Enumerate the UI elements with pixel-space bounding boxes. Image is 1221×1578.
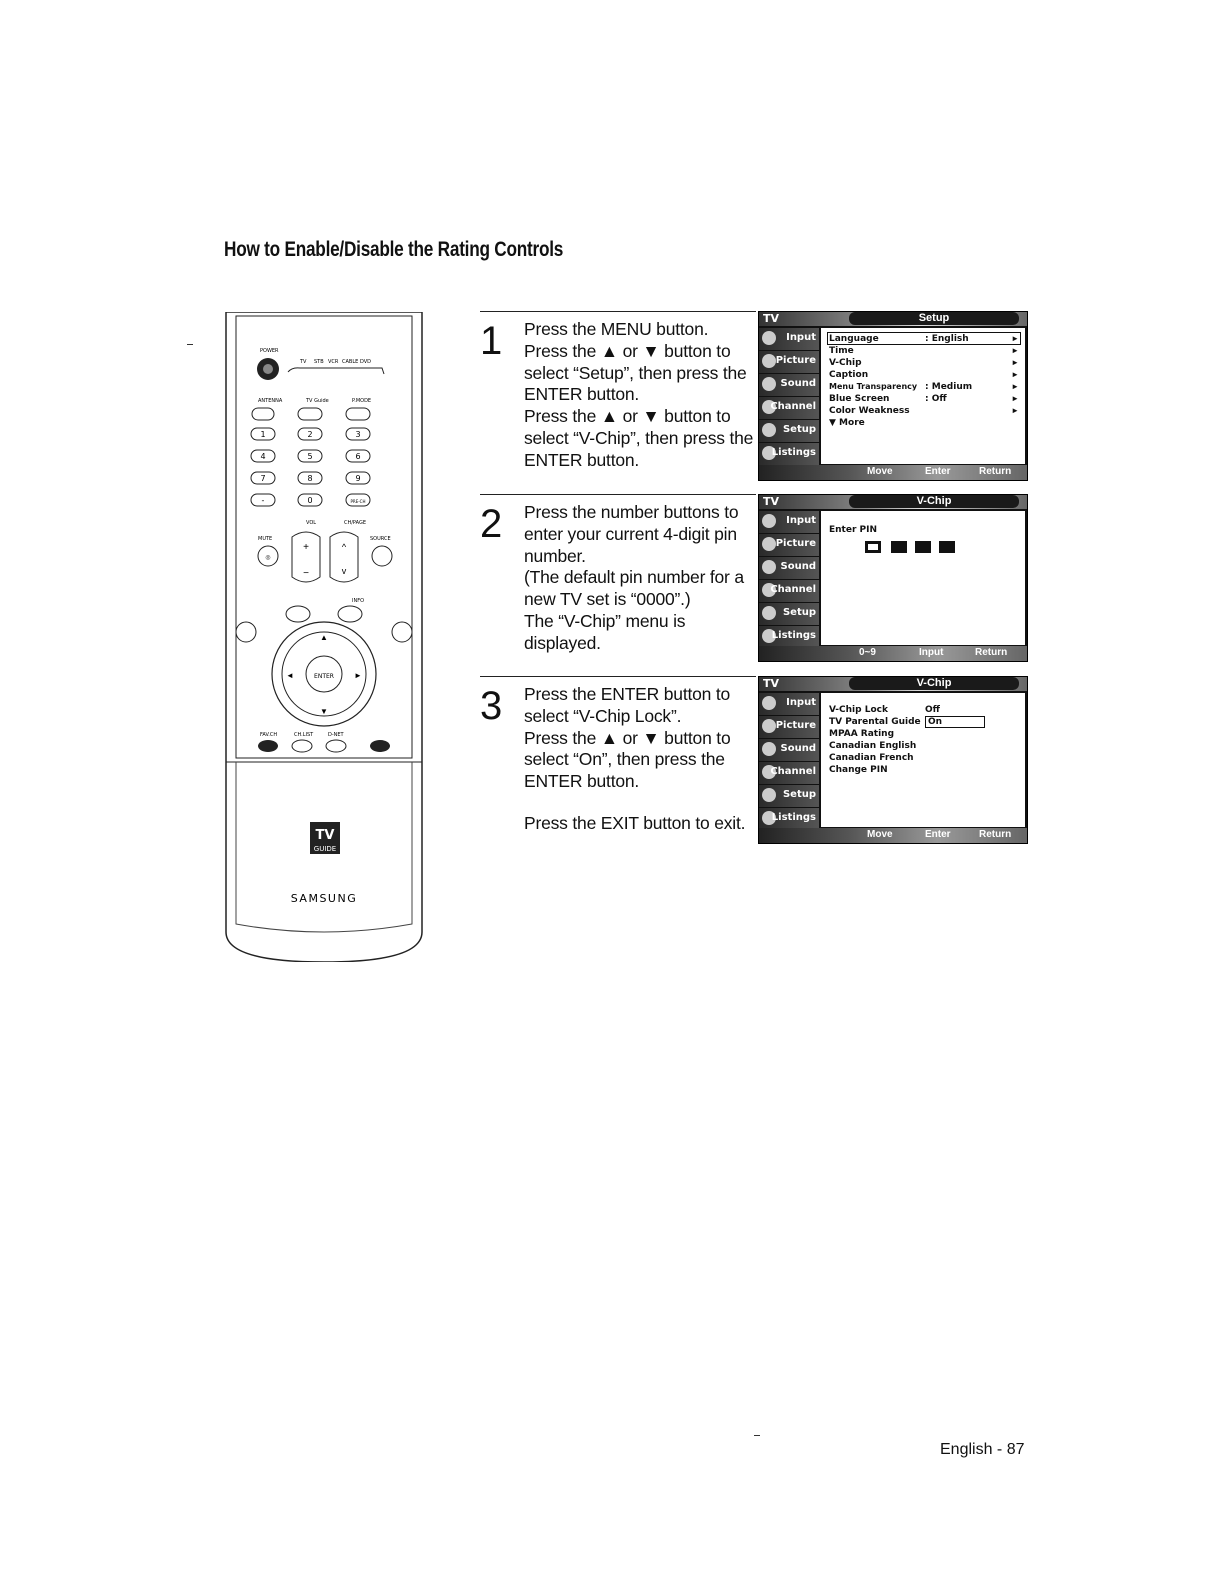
svg-text:◄: ◄ bbox=[286, 671, 294, 680]
remote-key bbox=[297, 427, 323, 441]
step-2: 2 Press the number buttons to enter your… bbox=[480, 494, 1028, 664]
remote-key-label: 5 bbox=[307, 452, 312, 461]
svg-text:CH/PAGE: CH/PAGE bbox=[344, 520, 366, 526]
pin-prompt: Enter PIN bbox=[829, 525, 878, 535]
remote-key-label: 0 bbox=[307, 496, 312, 505]
svg-text:ANTENNA: ANTENNA bbox=[258, 398, 283, 404]
svg-text:CH.LIST: CH.LIST bbox=[294, 732, 314, 738]
svg-text:VCR: VCR bbox=[328, 359, 339, 365]
svg-text:−: − bbox=[303, 568, 309, 579]
side-item-channel: Channel bbox=[759, 397, 819, 419]
remote-key-label: 7 bbox=[260, 474, 265, 483]
svg-text:FAV.CH: FAV.CH bbox=[260, 732, 277, 738]
svg-text:DVD: DVD bbox=[360, 359, 371, 365]
pin-digit-box bbox=[891, 541, 907, 553]
side-item-input: Input bbox=[759, 328, 819, 350]
step-1: 1 Press the MENU button. Press the ▲ or … bbox=[480, 311, 1028, 481]
svg-text:STB: STB bbox=[314, 359, 324, 365]
svg-text:SOURCE: SOURCE bbox=[370, 536, 391, 542]
side-item-setup: Setup bbox=[759, 420, 819, 442]
remote-key-label: 4 bbox=[260, 452, 265, 461]
vchip-pin-screen: TV V-Chip Input Picture Sound Channel Se… bbox=[758, 494, 1028, 662]
remote-key bbox=[297, 493, 323, 507]
remote-key-label: 8 bbox=[307, 474, 312, 483]
remote-key bbox=[250, 449, 276, 463]
svg-text:TV: TV bbox=[299, 359, 307, 365]
selected-value-on: On bbox=[925, 716, 985, 728]
step-3: 3 Press the ENTER button to select “V-Ch… bbox=[480, 676, 1028, 846]
svg-text:+: + bbox=[303, 542, 309, 553]
svg-text:^: ^ bbox=[342, 542, 347, 552]
remote-key bbox=[297, 471, 323, 485]
pin-digit-box bbox=[865, 541, 881, 553]
svg-text:CABLE: CABLE bbox=[342, 359, 358, 365]
remote-key bbox=[250, 427, 276, 441]
remote-key-label: 3 bbox=[355, 430, 360, 439]
menu-title: V-Chip bbox=[849, 495, 1019, 508]
remote-key bbox=[345, 493, 371, 507]
svg-text:GUIDE: GUIDE bbox=[314, 845, 336, 853]
step-number: 1 bbox=[480, 319, 503, 363]
remote-key-label: 2 bbox=[307, 430, 312, 439]
side-item-listings: Listings bbox=[759, 443, 819, 465]
svg-text:TV: TV bbox=[316, 828, 335, 843]
vchip-menu-screen: TV V-Chip Input Picture Sound Channel Se… bbox=[758, 676, 1028, 844]
remote-power-label: POWER bbox=[260, 348, 279, 354]
svg-text:◎: ◎ bbox=[265, 555, 270, 561]
step-instructions: Press the number buttons to enter your c… bbox=[524, 502, 744, 653]
step-instructions: Press the MENU button. Press the ▲ or ▼ … bbox=[524, 319, 754, 470]
remote-key bbox=[345, 427, 371, 441]
step-number: 3 bbox=[480, 684, 503, 728]
remote-key-label: 6 bbox=[355, 452, 360, 461]
svg-text:►: ► bbox=[354, 671, 362, 680]
pin-digit-box bbox=[939, 541, 955, 553]
margin-mark bbox=[187, 344, 193, 345]
pin-digit-box bbox=[915, 541, 931, 553]
remote-key-label: 1 bbox=[260, 430, 265, 439]
svg-text:VOL: VOL bbox=[306, 520, 316, 526]
step-number: 2 bbox=[480, 502, 503, 546]
svg-text:ENTER: ENTER bbox=[314, 673, 334, 680]
svg-text:▲: ▲ bbox=[320, 633, 328, 642]
svg-text:TV Guide: TV Guide bbox=[305, 398, 329, 404]
remote-key bbox=[297, 449, 323, 463]
svg-text:MUTE: MUTE bbox=[258, 536, 272, 542]
remote-key bbox=[345, 471, 371, 485]
page-title: How to Enable/Disable the Rating Control… bbox=[224, 238, 564, 261]
remote-key-label: - bbox=[262, 496, 265, 505]
menu-title: Setup bbox=[849, 312, 1019, 325]
page-footer: English - 87 bbox=[940, 1441, 1025, 1458]
setup-menu-screen: TV Setup Input Picture Sound Channel Set… bbox=[758, 311, 1028, 481]
remote-key bbox=[250, 471, 276, 485]
menu-title: V-Chip bbox=[849, 677, 1019, 690]
remote-brand: SAMSUNG bbox=[291, 892, 358, 905]
tv-guide-logo bbox=[310, 822, 340, 854]
remote-key bbox=[345, 449, 371, 463]
remote-key-label: 9 bbox=[355, 474, 360, 483]
svg-text:v: v bbox=[342, 566, 347, 576]
remote-key-label: PRE-CH bbox=[351, 499, 366, 504]
svg-text:D-NET: D-NET bbox=[328, 732, 345, 738]
step-instructions: Press the ENTER button to select “V-Chip… bbox=[524, 684, 746, 833]
remote-control-illustration: POWER TV STB VCR CABLE DVD ANTENNA TV Gu… bbox=[225, 312, 423, 962]
svg-text:INFO: INFO bbox=[352, 598, 364, 604]
margin-mark bbox=[754, 1435, 760, 1436]
remote-key bbox=[250, 493, 276, 507]
svg-text:▼: ▼ bbox=[320, 707, 328, 716]
side-item-picture: Picture bbox=[759, 351, 819, 373]
svg-text:P.MODE: P.MODE bbox=[352, 398, 371, 404]
side-item-sound: Sound bbox=[759, 374, 819, 396]
